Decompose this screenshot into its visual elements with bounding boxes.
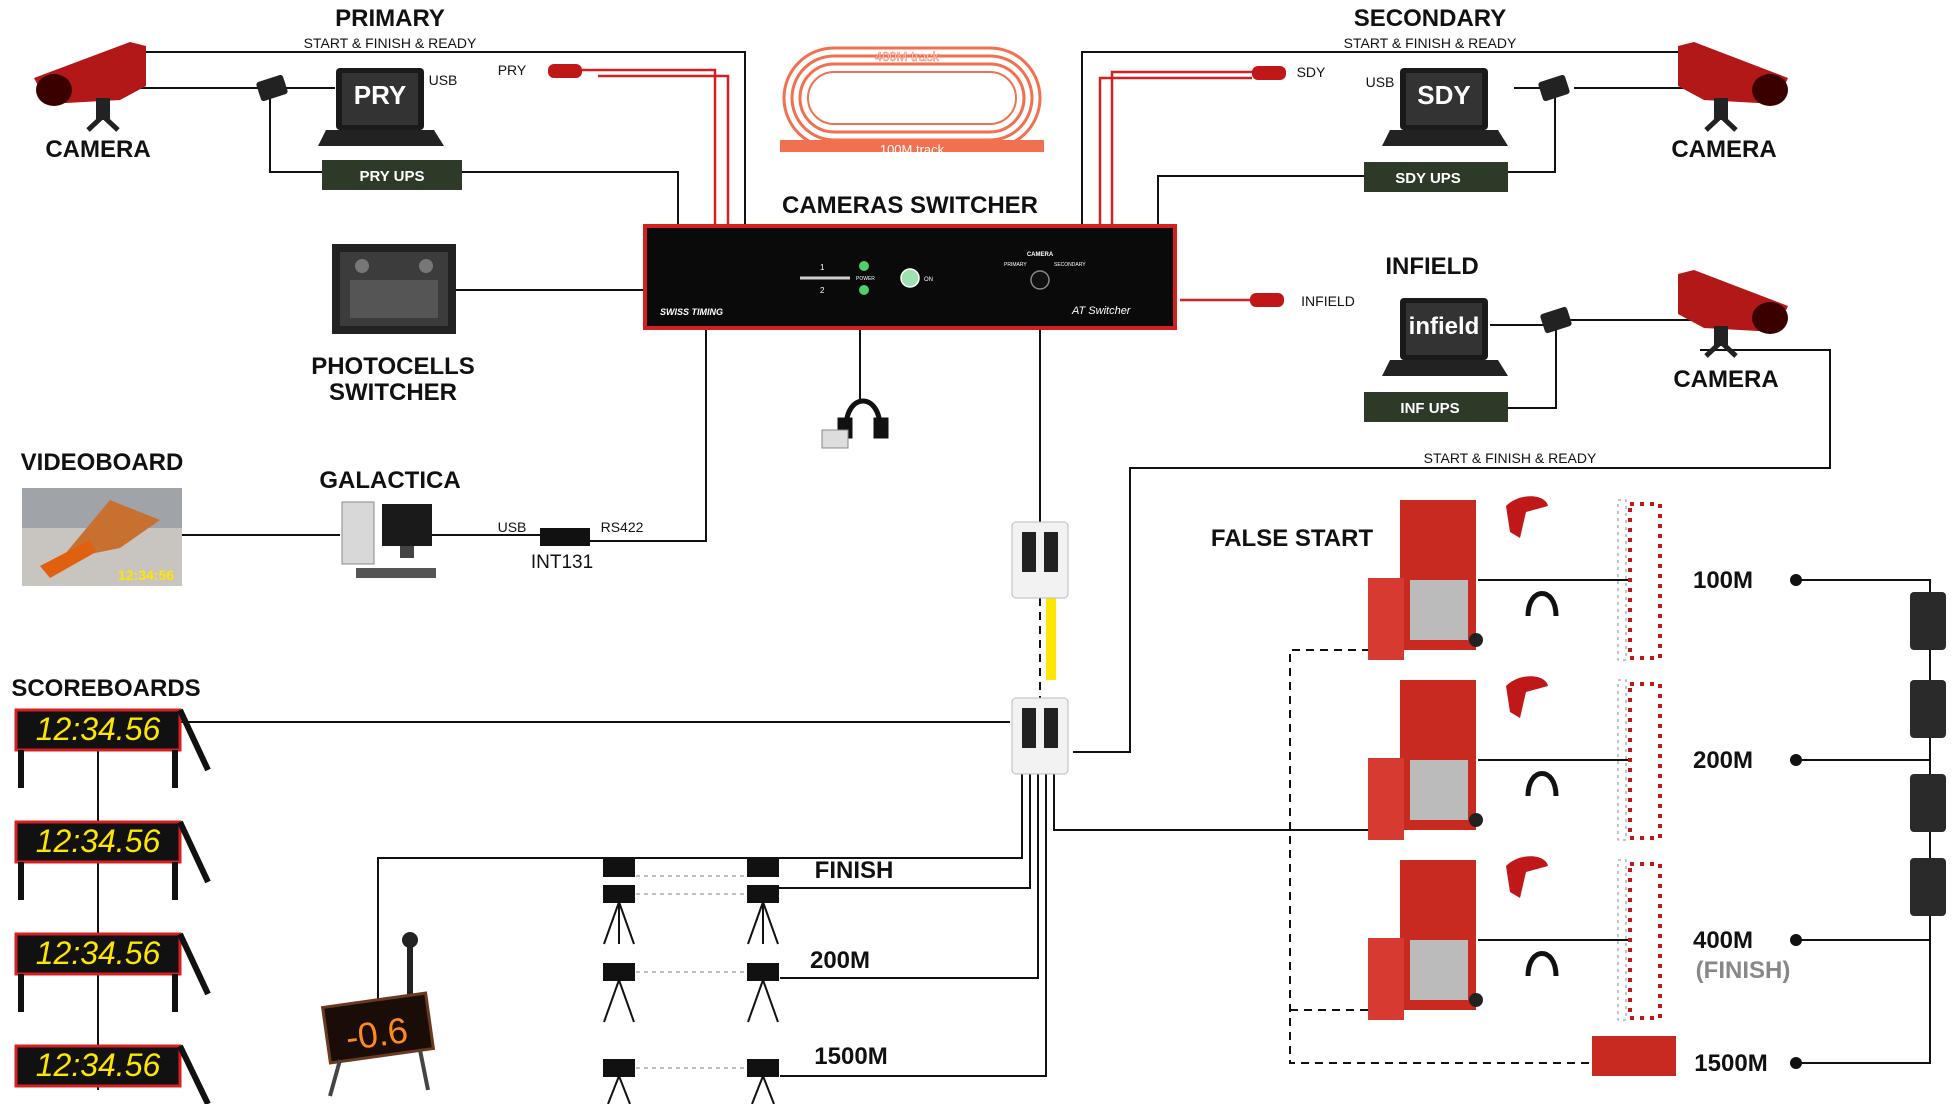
pry-conn-label: PRY: [498, 62, 527, 78]
videoboard-image: 12:34:56: [22, 488, 182, 586]
track-100-label: 100M track: [880, 142, 945, 157]
false-start-cabinets: [1368, 500, 1676, 1076]
camera-primary-label: CAMERA: [45, 136, 150, 163]
fs-400m-label: 400M: [1693, 927, 1753, 954]
infield-conn-label: INFIELD: [1301, 293, 1355, 309]
switcher-power-text: POWER: [856, 276, 875, 282]
scoreboard-time-4: 12:34.56: [36, 1047, 161, 1083]
galactica-pc: [341, 501, 436, 578]
switcher-led-2: [859, 285, 869, 295]
photocell-box-top: [1011, 521, 1069, 599]
switcher-on-button: [900, 268, 920, 288]
scoreboard-time-1: 12:34.56: [36, 711, 161, 747]
scoreboard-time-2: 12:34.56: [36, 823, 161, 859]
laptop-sdy-label: SDY: [1417, 80, 1470, 110]
switcher-2: 2: [820, 286, 825, 295]
switcher-model: AT Switcher: [1071, 305, 1132, 317]
videoboard-title: VIDEOBOARD: [21, 449, 184, 476]
switcher-knob: [1030, 270, 1050, 290]
fs-200m-label: 200M: [1693, 747, 1753, 774]
cameras-switcher-device: SWISS TIMING AT Switcher CAMERA PRIMARY …: [643, 224, 1177, 330]
scoreboard-devices: [14, 708, 211, 1104]
interface-box-icons: [256, 74, 1572, 334]
laptop-infield: infield: [1382, 298, 1508, 376]
usb-galactica-label: USB: [498, 519, 527, 535]
photocell-finish-label: FINISH: [815, 857, 894, 884]
photocells: [603, 859, 779, 1104]
fs-400m-finish-note: (FINISH): [1696, 957, 1791, 984]
primary-sfr: START & FINISH & READY: [304, 35, 477, 51]
switcher-primary-text: PRIMARY: [1004, 262, 1027, 268]
scoreboard-time-3: 12:34.56: [36, 935, 161, 971]
galactica-title: GALACTICA: [319, 467, 460, 494]
laptop-infield-label: infield: [1409, 313, 1480, 340]
camera-secondary: [1678, 42, 1788, 132]
laptop-pry-label: PRY: [354, 80, 407, 110]
lane-sensors: [1617, 499, 1662, 1021]
videoboard-time: 12:34:56: [118, 567, 174, 583]
ups-inf: INF UPS: [1364, 392, 1508, 422]
usb-pry-label: USB: [429, 72, 458, 88]
switcher-led-1: [859, 261, 869, 271]
red-connectors: [548, 64, 1286, 307]
false-start-title: FALSE START: [1211, 525, 1374, 552]
headset-icon: [821, 398, 889, 449]
photocells-title-2: SWITCHER: [329, 379, 457, 406]
false-start-portable-unit: [1592, 1036, 1676, 1076]
fs-100m-label: 100M: [1693, 567, 1753, 594]
camera-infield-label: CAMERA: [1673, 366, 1778, 393]
switcher-on-text: ON: [924, 277, 933, 283]
laptop-pry: PRY: [318, 68, 444, 146]
text-labels: PRIMARY START & FINISH & READY SECONDARY…: [11, 5, 1790, 1077]
photocell-box-bottom: [1011, 697, 1069, 775]
photocell-1500m-label: 1500M: [814, 1043, 887, 1070]
track-icon: 400M track 100M track: [780, 46, 1044, 157]
infield-sfr: START & FINISH & READY: [1424, 450, 1597, 466]
wind-value: -0.6: [343, 1009, 410, 1058]
fs-1500m-label: 1500M: [1694, 1050, 1767, 1077]
scoreboards-title: SCOREBOARDS: [11, 675, 200, 702]
speakers: [1910, 592, 1946, 916]
switcher-1: 1: [820, 263, 825, 272]
switcher-secondary-text: SECONDARY: [1054, 262, 1086, 268]
yellow-cable: [1046, 598, 1056, 680]
photocell-200m-label: 200M: [810, 947, 870, 974]
camera-infield: [1678, 270, 1788, 358]
ups-pry: PRY UPS: [322, 160, 462, 190]
ups-sdy-label: SDY UPS: [1395, 170, 1461, 187]
wind-gauge: -0.6: [320, 932, 436, 1097]
ups-sdy: SDY UPS: [1364, 162, 1508, 192]
ups-inf-label: INF UPS: [1400, 400, 1459, 417]
cameras-switcher-title: CAMERAS SWITCHER: [782, 192, 1038, 219]
int131-device: [540, 528, 590, 546]
station-dots: [1790, 574, 1802, 1069]
primary-title: PRIMARY: [335, 5, 445, 32]
camera-secondary-label: CAMERA: [1671, 136, 1776, 163]
camera-primary: [34, 42, 146, 132]
infield-title: INFIELD: [1385, 253, 1478, 280]
track-400-label: 400M track: [875, 49, 940, 64]
sdy-conn-label: SDY: [1297, 64, 1326, 80]
usb-sdy-label: USB: [1366, 74, 1395, 90]
secondary-sfr: START & FINISH & READY: [1344, 35, 1517, 51]
starter-guns: [1506, 496, 1548, 898]
photocell-beams: [636, 875, 752, 1069]
rs422-label: RS422: [601, 519, 644, 535]
dashed-lines: [1039, 598, 1608, 1064]
int131-label: INT131: [531, 552, 593, 573]
photocells-switcher-device: [332, 244, 456, 334]
red-cables: [582, 68, 1268, 302]
scoreboard-times: 12:34.56 12:34.56 12:34.56 12:34.56: [36, 711, 161, 1083]
secondary-title: SECONDARY: [1354, 5, 1506, 32]
photocells-title-1: PHOTOCELLS: [311, 353, 475, 380]
switcher-camera-text: CAMERA: [1027, 252, 1054, 258]
ups-pry-label: PRY UPS: [359, 168, 424, 185]
switcher-brand: SWISS TIMING: [660, 307, 723, 317]
headsets: [1525, 591, 1559, 977]
connection-lines: [97, 51, 1931, 1090]
laptop-sdy: SDY: [1382, 68, 1508, 146]
